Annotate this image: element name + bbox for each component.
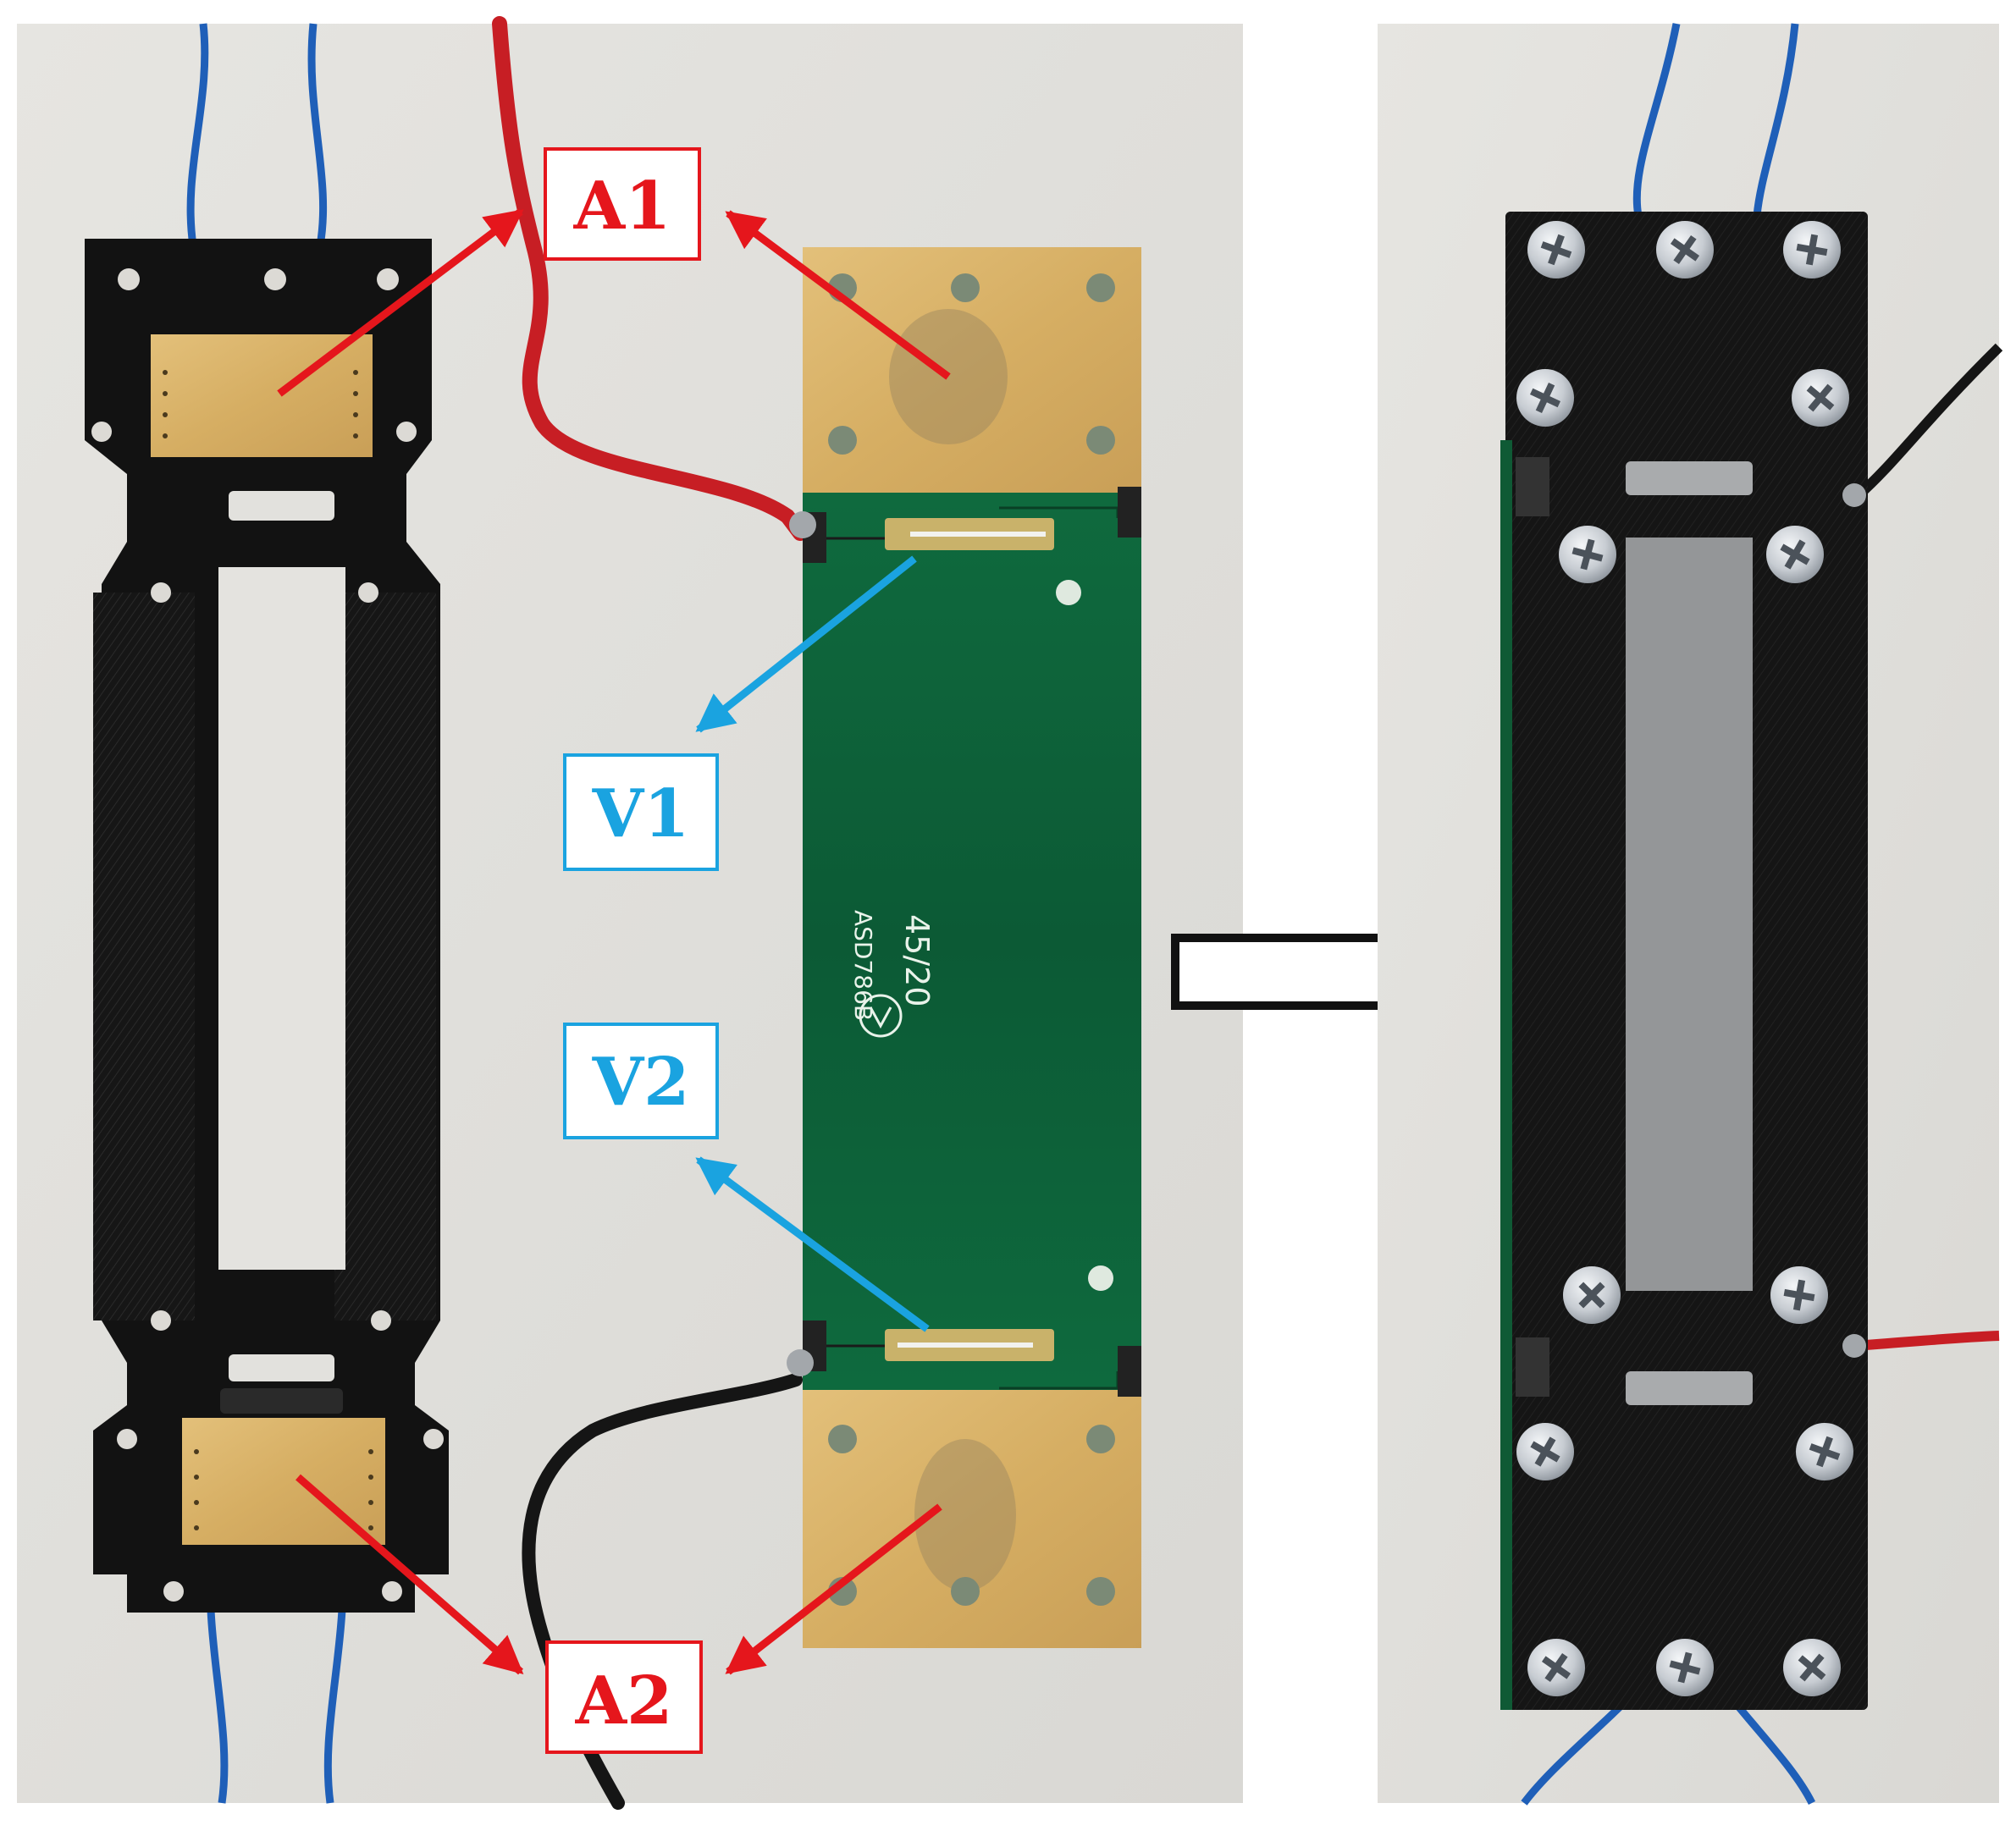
label-a1: A1 [544, 147, 701, 261]
red-wire [492, 16, 808, 541]
pcb-board: 45/20 ASD786B [787, 247, 1141, 1648]
current-arrows [277, 208, 951, 1675]
pcb-silkscreen-part: ASD786B [849, 910, 877, 1021]
printed-frame-left [85, 239, 449, 1613]
pcb-copper-end-bottom [803, 1390, 1141, 1648]
pcb-manufacturer-logo [859, 994, 903, 1038]
assembled-sensor-housing [1500, 212, 1868, 1710]
frame-window [218, 567, 345, 1270]
label-v2: V2 [563, 1023, 719, 1139]
frame-holes [91, 268, 444, 1602]
svg-text:V2: V2 [592, 1044, 690, 1121]
svg-text:A1: A1 [573, 168, 671, 245]
svg-text:V1: V1 [592, 775, 690, 852]
label-a2: A2 [545, 1640, 703, 1754]
right-photo-panel [1378, 23, 2003, 1806]
assembled-window [1626, 538, 1753, 1291]
assembled-wires [1521, 23, 2003, 1806]
left-photo-panel: 45/20 ASD786B A1 V1 [17, 16, 1243, 1810]
label-v1: V1 [563, 753, 719, 871]
pcb-silkscreen-code: 45/20 [898, 914, 936, 1007]
svg-text:A2: A2 [575, 1662, 673, 1740]
voltage-arrows [695, 555, 930, 1332]
housing-screws [1516, 221, 1853, 1696]
blue-wires-top-left [186, 23, 328, 246]
